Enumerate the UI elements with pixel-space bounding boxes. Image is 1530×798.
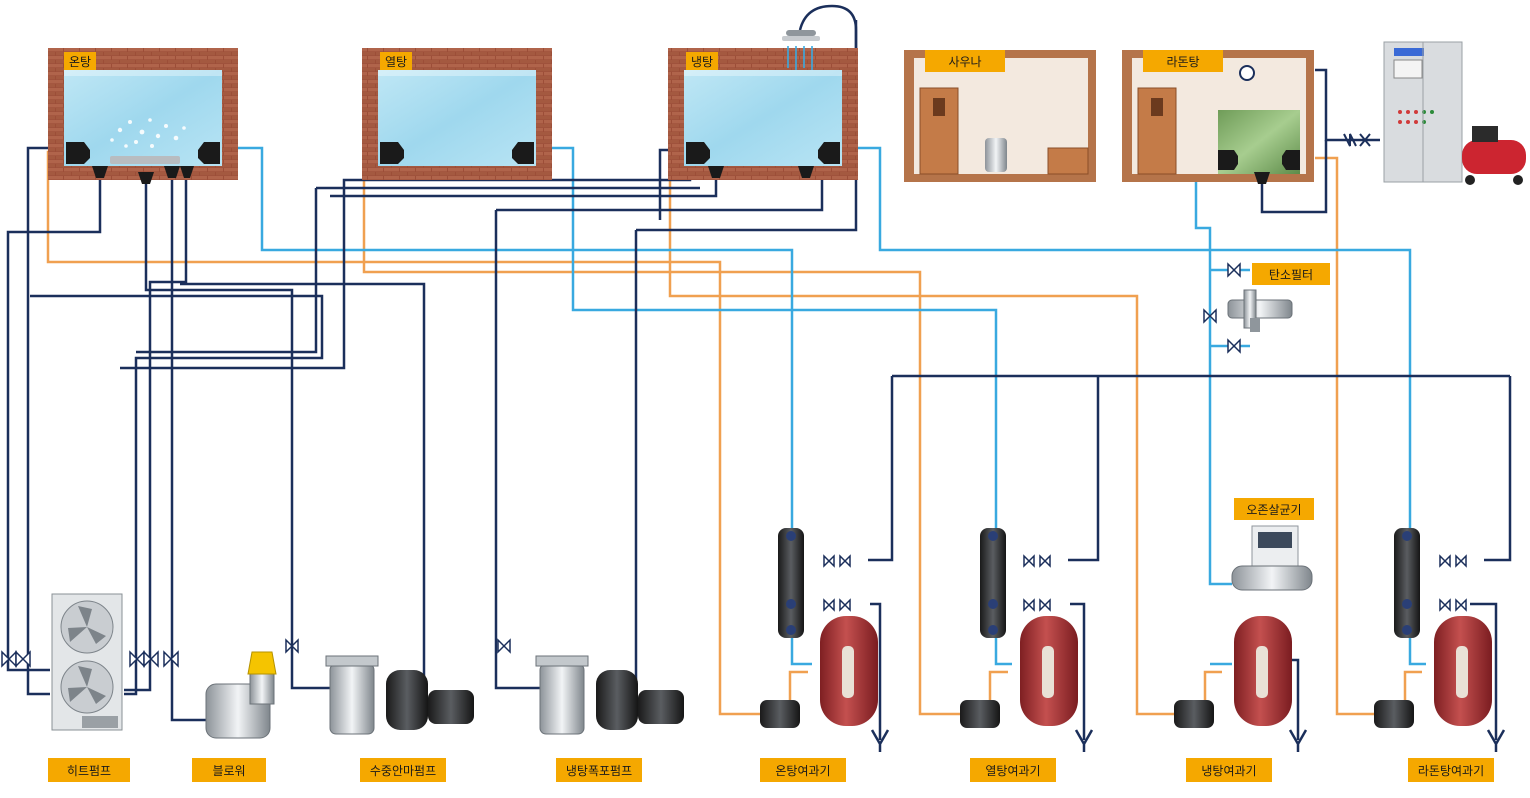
- radon-filter-label: 라돈탕여과기: [1408, 758, 1494, 782]
- radon-filter-set: [1374, 528, 1506, 752]
- pipes-hot: [46, 150, 1422, 716]
- air-compressor: [1462, 126, 1526, 185]
- waterfall-pump-label: 냉탕폭포펌프: [556, 758, 642, 782]
- hot-pool: [362, 48, 552, 180]
- hot-filter-label: 열탕여과기: [970, 758, 1056, 782]
- warm-pool-label: 온탕: [64, 52, 96, 70]
- massage-pump-unit: [325, 655, 474, 735]
- hot-pool-label: 열탕: [380, 52, 412, 70]
- valves: [1, 262, 1467, 668]
- control-panel: [1383, 41, 1463, 183]
- ozone-label: 오존살균기: [1234, 498, 1314, 520]
- radon-room-label: 라돈탕: [1143, 50, 1223, 72]
- cold-filter-set: [1174, 616, 1308, 752]
- hot-filter-set: [960, 528, 1094, 752]
- check-valve: [1343, 133, 1371, 147]
- cold-filter-label: 냉탕여과기: [1186, 758, 1272, 782]
- cold-pool-label: 냉탕: [686, 52, 718, 70]
- carbon-filter-unit: [1227, 289, 1293, 332]
- sauna-room: [904, 50, 1096, 182]
- massage-pump-label: 수중안마펌프: [360, 758, 446, 782]
- shower-head: [782, 30, 820, 70]
- blower-label: 블로워: [192, 758, 266, 782]
- warm-pool: [48, 48, 238, 184]
- ozone-unit: [1231, 525, 1313, 591]
- heat-pump: [51, 593, 123, 731]
- heat-pump-label: 히트펌프: [48, 758, 130, 782]
- warm-filter-set: [760, 528, 890, 752]
- cold-pool: [668, 48, 858, 180]
- warm-filter-label: 온탕여과기: [760, 758, 846, 782]
- blower: [205, 651, 277, 739]
- radon-room: [1122, 50, 1314, 184]
- sauna-label: 사우나: [925, 50, 1005, 72]
- carbon-filter-label: 탄소필터: [1252, 263, 1330, 285]
- waterfall-pump-unit: [535, 655, 684, 735]
